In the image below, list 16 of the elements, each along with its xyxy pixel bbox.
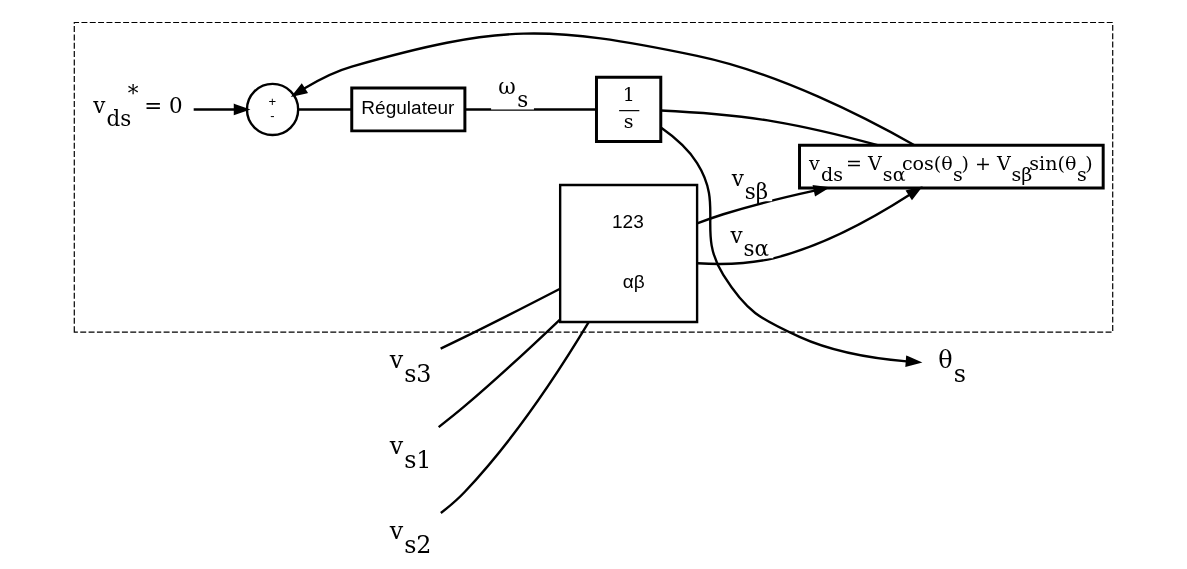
connector <box>440 321 590 514</box>
node-box: 1 s <box>595 75 663 144</box>
arrow <box>696 185 831 225</box>
node-circle: + - <box>245 82 300 137</box>
node-box: Régulateur <box>350 86 467 133</box>
arrow <box>697 186 923 266</box>
connector <box>660 109 878 147</box>
cluster <box>73 21 1114 333</box>
connector <box>440 287 561 350</box>
arrow <box>660 126 923 368</box>
node-box: 123 αβ <box>558 183 699 324</box>
connector <box>437 318 561 429</box>
arrow <box>193 103 251 116</box>
arrow <box>290 32 915 147</box>
connector <box>298 108 352 111</box>
connector <box>465 108 597 111</box>
